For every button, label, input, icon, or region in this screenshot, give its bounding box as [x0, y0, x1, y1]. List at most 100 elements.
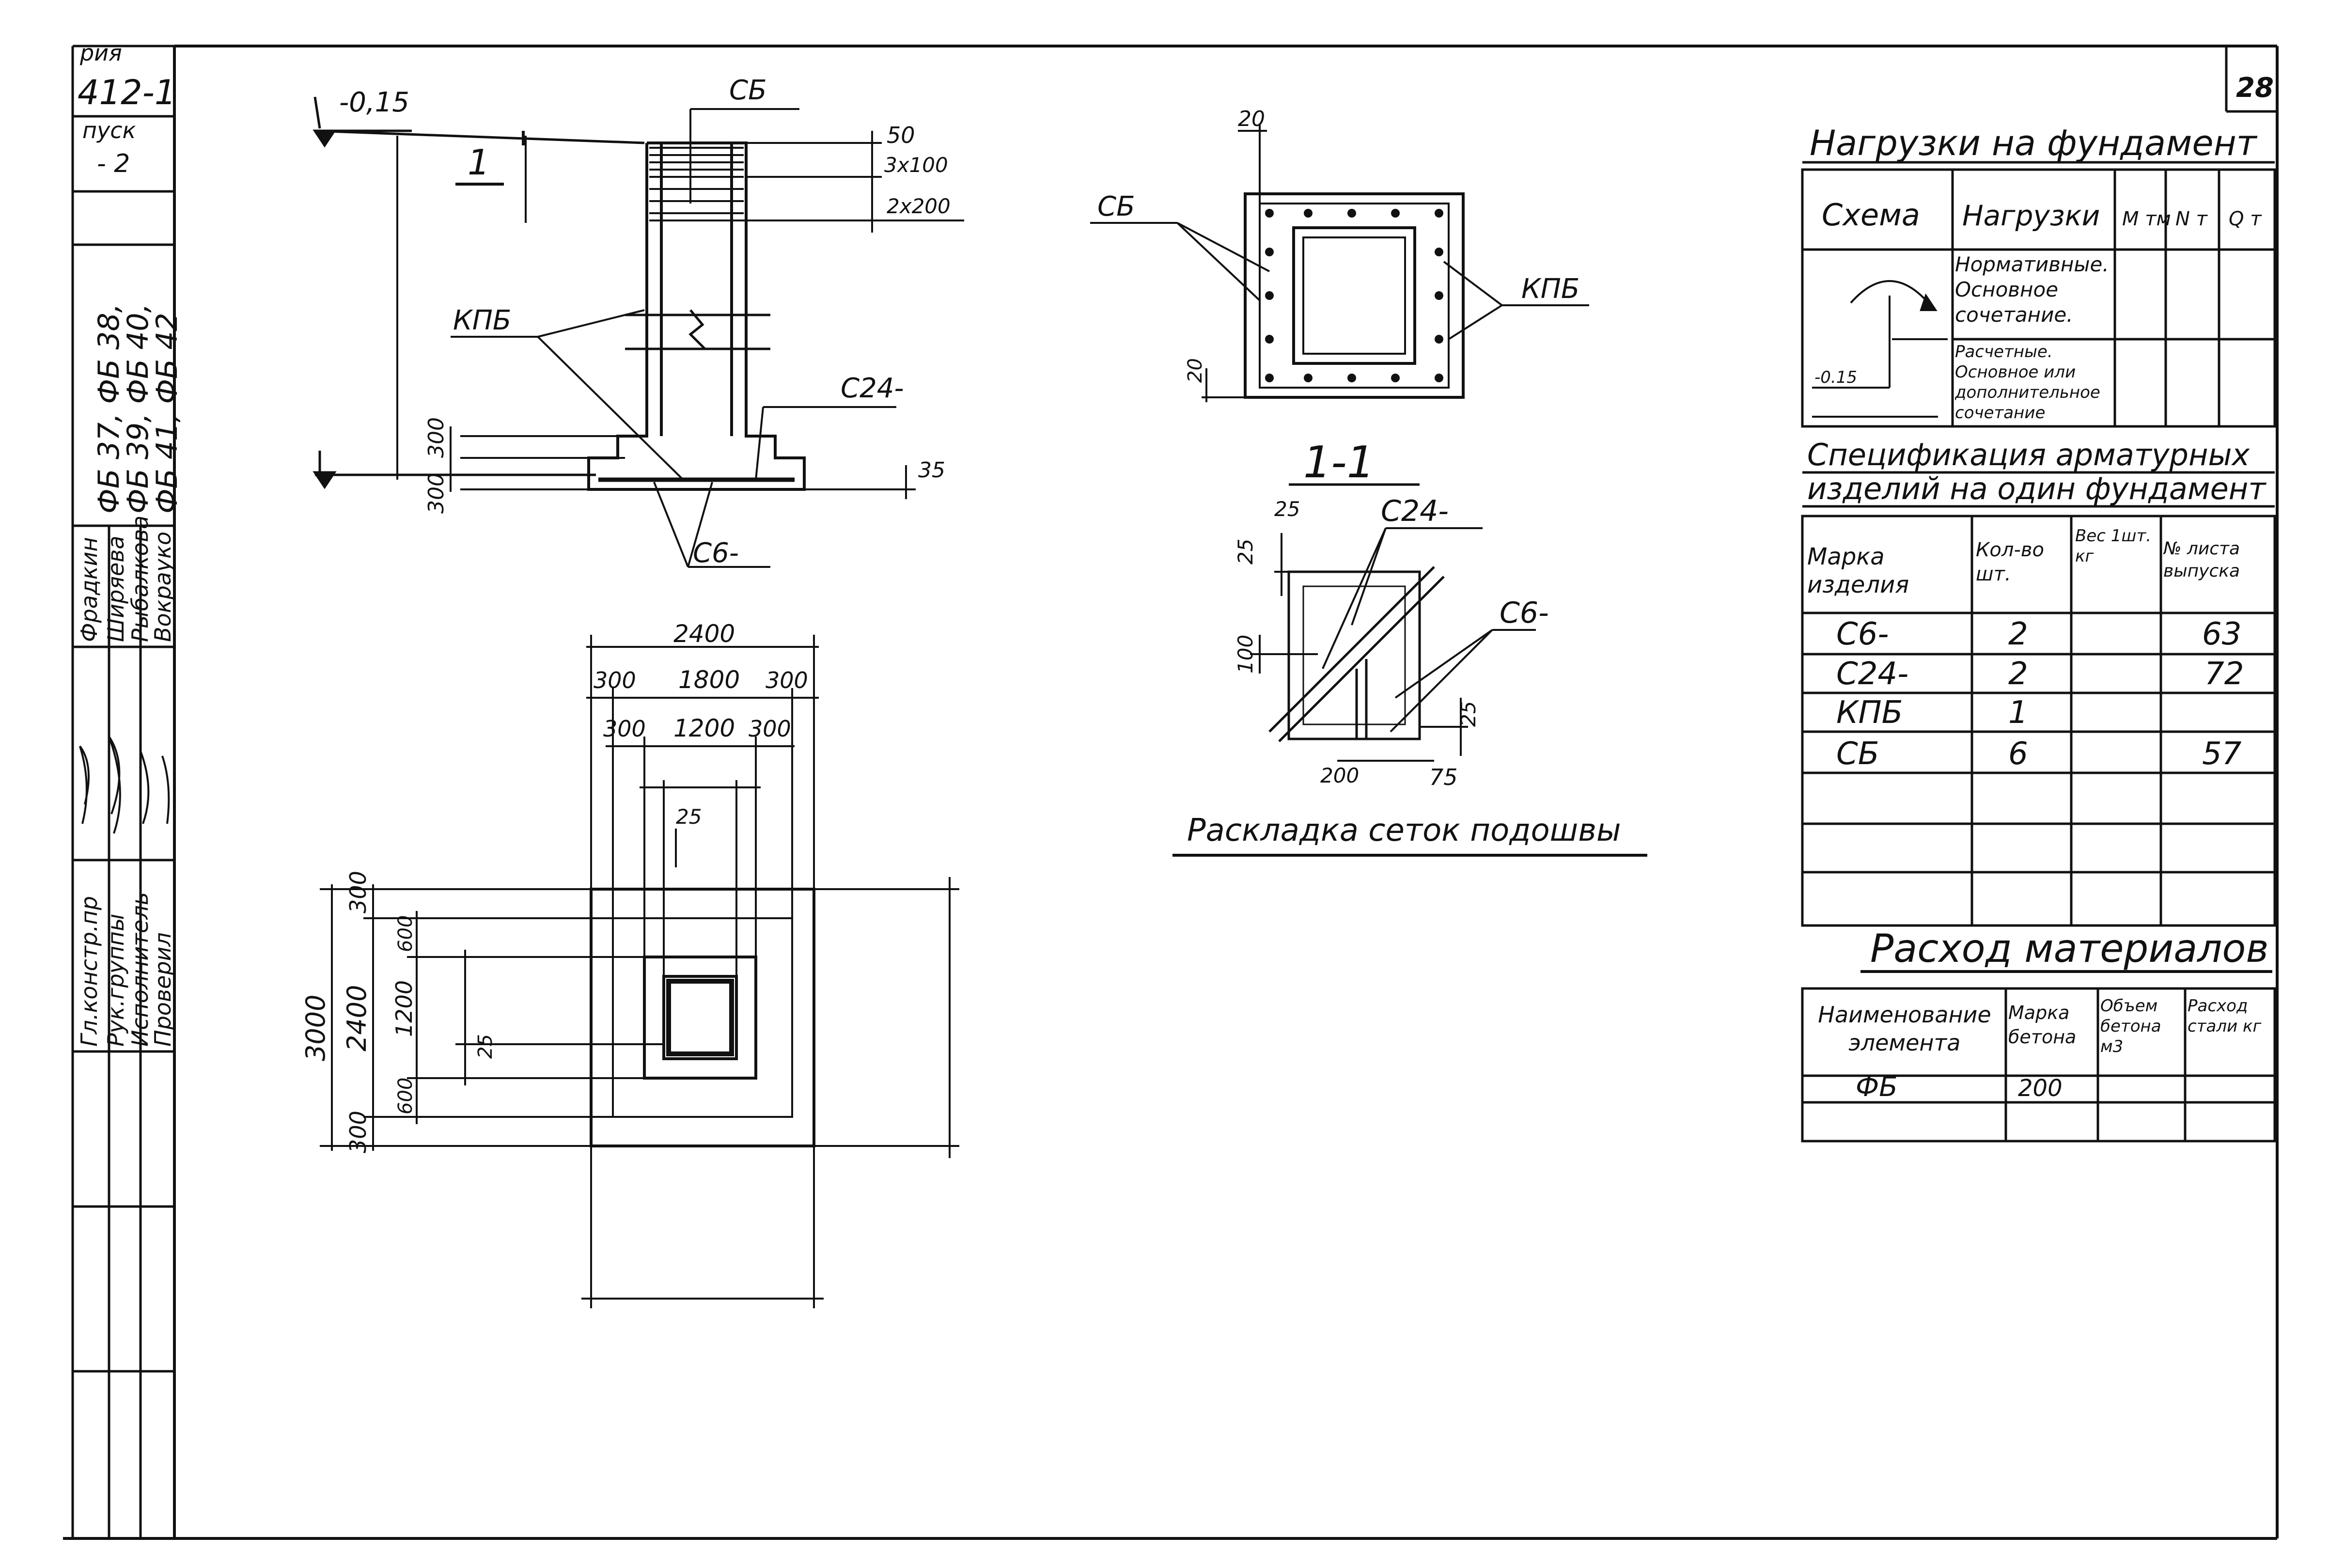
materials-row-grade: 200: [2018, 1075, 2063, 1102]
series-value: 412-1: [78, 73, 176, 112]
base-dim-1200-left: 1200: [391, 980, 417, 1037]
section-marker: 1: [468, 142, 490, 183]
signatures: [79, 736, 170, 834]
elev-dim-50: 50: [887, 122, 915, 148]
base-dim-1200: 1200: [673, 714, 735, 742]
sec-dim-200: 200: [1320, 764, 1359, 787]
name-3: Рыбалкова: [127, 516, 153, 642]
sheet-number: 28: [2236, 72, 2274, 104]
loads-scheme-mark: -0.15: [1814, 368, 1857, 387]
loads-header-loads: Нагрузки: [1962, 199, 2100, 232]
plan-dim-top: 20: [1238, 107, 1265, 131]
spec-row-qty: 2: [2008, 656, 2028, 692]
spec-header-mark: Марка изделия: [1807, 543, 1909, 598]
section-caption: Раскладка сеток подошвы: [1187, 813, 1621, 848]
base-dim-300-a: 300: [594, 667, 636, 693]
elev-dim-base-1: 300: [424, 473, 449, 514]
spec-title-1: Спецификация арматурных: [1807, 437, 2250, 472]
materials-header-steel: Расход стали кг: [2188, 996, 2262, 1036]
sec-dim-25-right: 25: [1456, 701, 1480, 727]
loads-header-n: N т: [2175, 208, 2208, 230]
plan-top-view: СБ КПБ 20 20: [1090, 107, 1589, 402]
base-dim-25-top: 25: [676, 805, 702, 829]
base-dim-3000: 3000: [300, 995, 331, 1061]
role-2: Рук.группы: [103, 914, 129, 1047]
role-1: Гл.констр.пр: [76, 896, 102, 1047]
spec-row-sheet: 72: [2204, 656, 2244, 692]
materials-title: Расход материалов: [1870, 926, 2269, 971]
sec-dim-25-left: 25: [1234, 539, 1257, 564]
elev-label-c6: С6-: [693, 537, 739, 569]
elev-dim-base-2: 300: [424, 417, 449, 458]
loads-table: Нагрузки на фундамент Схема Нагрузки М т…: [1801, 123, 2276, 428]
loads-row-normative: Нормативные. Основное сочетание.: [1955, 252, 2109, 327]
issue-value: - 2: [97, 149, 130, 178]
level-mark: -0,15: [339, 87, 409, 118]
plan-label-kpb: КПБ: [1521, 273, 1579, 305]
name-1: Фрадкин: [76, 537, 102, 642]
plan-dim-side: 20: [1184, 358, 1206, 383]
base-dim-300-c: 300: [603, 716, 646, 742]
spec-title-2: изделий на один фундамент: [1807, 471, 2266, 506]
title-block: рия 412-1 пуск - 2 ФБ 37, ФБ 38, ФБ 39, …: [71, 40, 184, 1538]
spec-row: С6- 2 63: [1836, 616, 2241, 652]
role-3: Исполнитель: [127, 892, 153, 1047]
elev-dim-35: 35: [918, 458, 945, 483]
spec-row-mark: СБ: [1836, 736, 1879, 772]
materials-header-grade: Марка бетона: [2008, 1002, 2077, 1048]
materials-header-element: Наименование элемента: [1818, 1002, 1991, 1056]
spec-row-sheet: 63: [2202, 616, 2241, 652]
materials-row: ФБ 200: [1856, 1071, 2063, 1103]
loads-header-m: М тм: [2122, 208, 2171, 230]
spec-row-mark: С24-: [1836, 656, 1908, 692]
loads-row-design: Расчетные. Основное или дополнительное с…: [1955, 342, 2100, 423]
sheet-number-box: 28: [2225, 46, 2277, 113]
marks-line-3: ФБ 41, ФБ 42: [150, 313, 184, 514]
stirrup-hatching: [649, 147, 744, 221]
spec-header-sheet: № листа выпуска: [2163, 539, 2240, 581]
marks-line-1: ФБ 37, ФБ 38,: [92, 303, 126, 514]
section-title: 1-1: [1303, 437, 1375, 488]
spec-header-weight: Вес 1шт. кг: [2075, 526, 2152, 566]
spec-row-qty: 2: [2008, 616, 2028, 652]
spec-table: Спецификация арматурных изделий на один …: [1801, 437, 2276, 927]
sec-dim-25-top: 25: [1274, 497, 1300, 521]
materials-row-element: ФБ: [1856, 1071, 1898, 1103]
sec-label-c6: С6-: [1500, 596, 1549, 630]
spec-row-mark: С6-: [1836, 616, 1889, 652]
marks-line-2: ФБ 39, ФБ 40,: [121, 303, 155, 514]
elev-dim-2x200: 2x200: [887, 194, 951, 218]
elev-label-kpb: КПБ: [453, 305, 511, 336]
sec-dim-75: 75: [1429, 764, 1458, 790]
loads-scheme-sketch: [1812, 280, 1948, 418]
elev-label-cb: СБ: [729, 75, 767, 106]
series-label: рия: [79, 40, 122, 66]
spec-row-mark: КПБ: [1836, 695, 1903, 731]
sheet-frame: [63, 45, 2279, 1540]
name-2: Ширяева: [103, 535, 129, 642]
section-1-1: 1-1 25 25 100 25 200: [1172, 437, 1647, 857]
base-dim-300-d: 300: [749, 716, 791, 742]
base-dim-600-b: 600: [394, 1078, 417, 1114]
spec-row: С24- 2 72: [1836, 656, 2244, 692]
loads-header-scheme: Схема: [1822, 197, 1920, 233]
plan-base-view: 2400 300 1800 300 300 1200 300 25 3000 3…: [300, 620, 959, 1308]
spec-row: СБ 6 57: [1836, 736, 2242, 772]
sec-label-c24: С24-: [1381, 494, 1449, 528]
base-dim-600-a: 600: [394, 915, 417, 952]
materials-table: Расход материалов Наименование элемента …: [1801, 926, 2276, 1143]
base-dim-25-left: 25: [474, 1034, 497, 1059]
loads-title: Нагрузки на фундамент: [1810, 123, 2258, 163]
base-dim-1800: 1800: [678, 666, 740, 694]
base-dim-300-left-b: 300: [345, 1111, 371, 1153]
materials-header-volume: Объем бетона м3: [2100, 996, 2161, 1056]
base-dim-300-b: 300: [766, 667, 808, 693]
base-dim-2400-left: 2400: [342, 985, 372, 1051]
spec-row-qty: 6: [2008, 736, 2028, 772]
plan-label-cb: СБ: [1097, 191, 1135, 222]
sec-dim-100: 100: [1234, 635, 1257, 674]
role-4: Проверил: [150, 932, 176, 1047]
elev-dim-3x100: 3x100: [884, 153, 948, 177]
base-dim-2400-top: 2400: [673, 620, 735, 648]
